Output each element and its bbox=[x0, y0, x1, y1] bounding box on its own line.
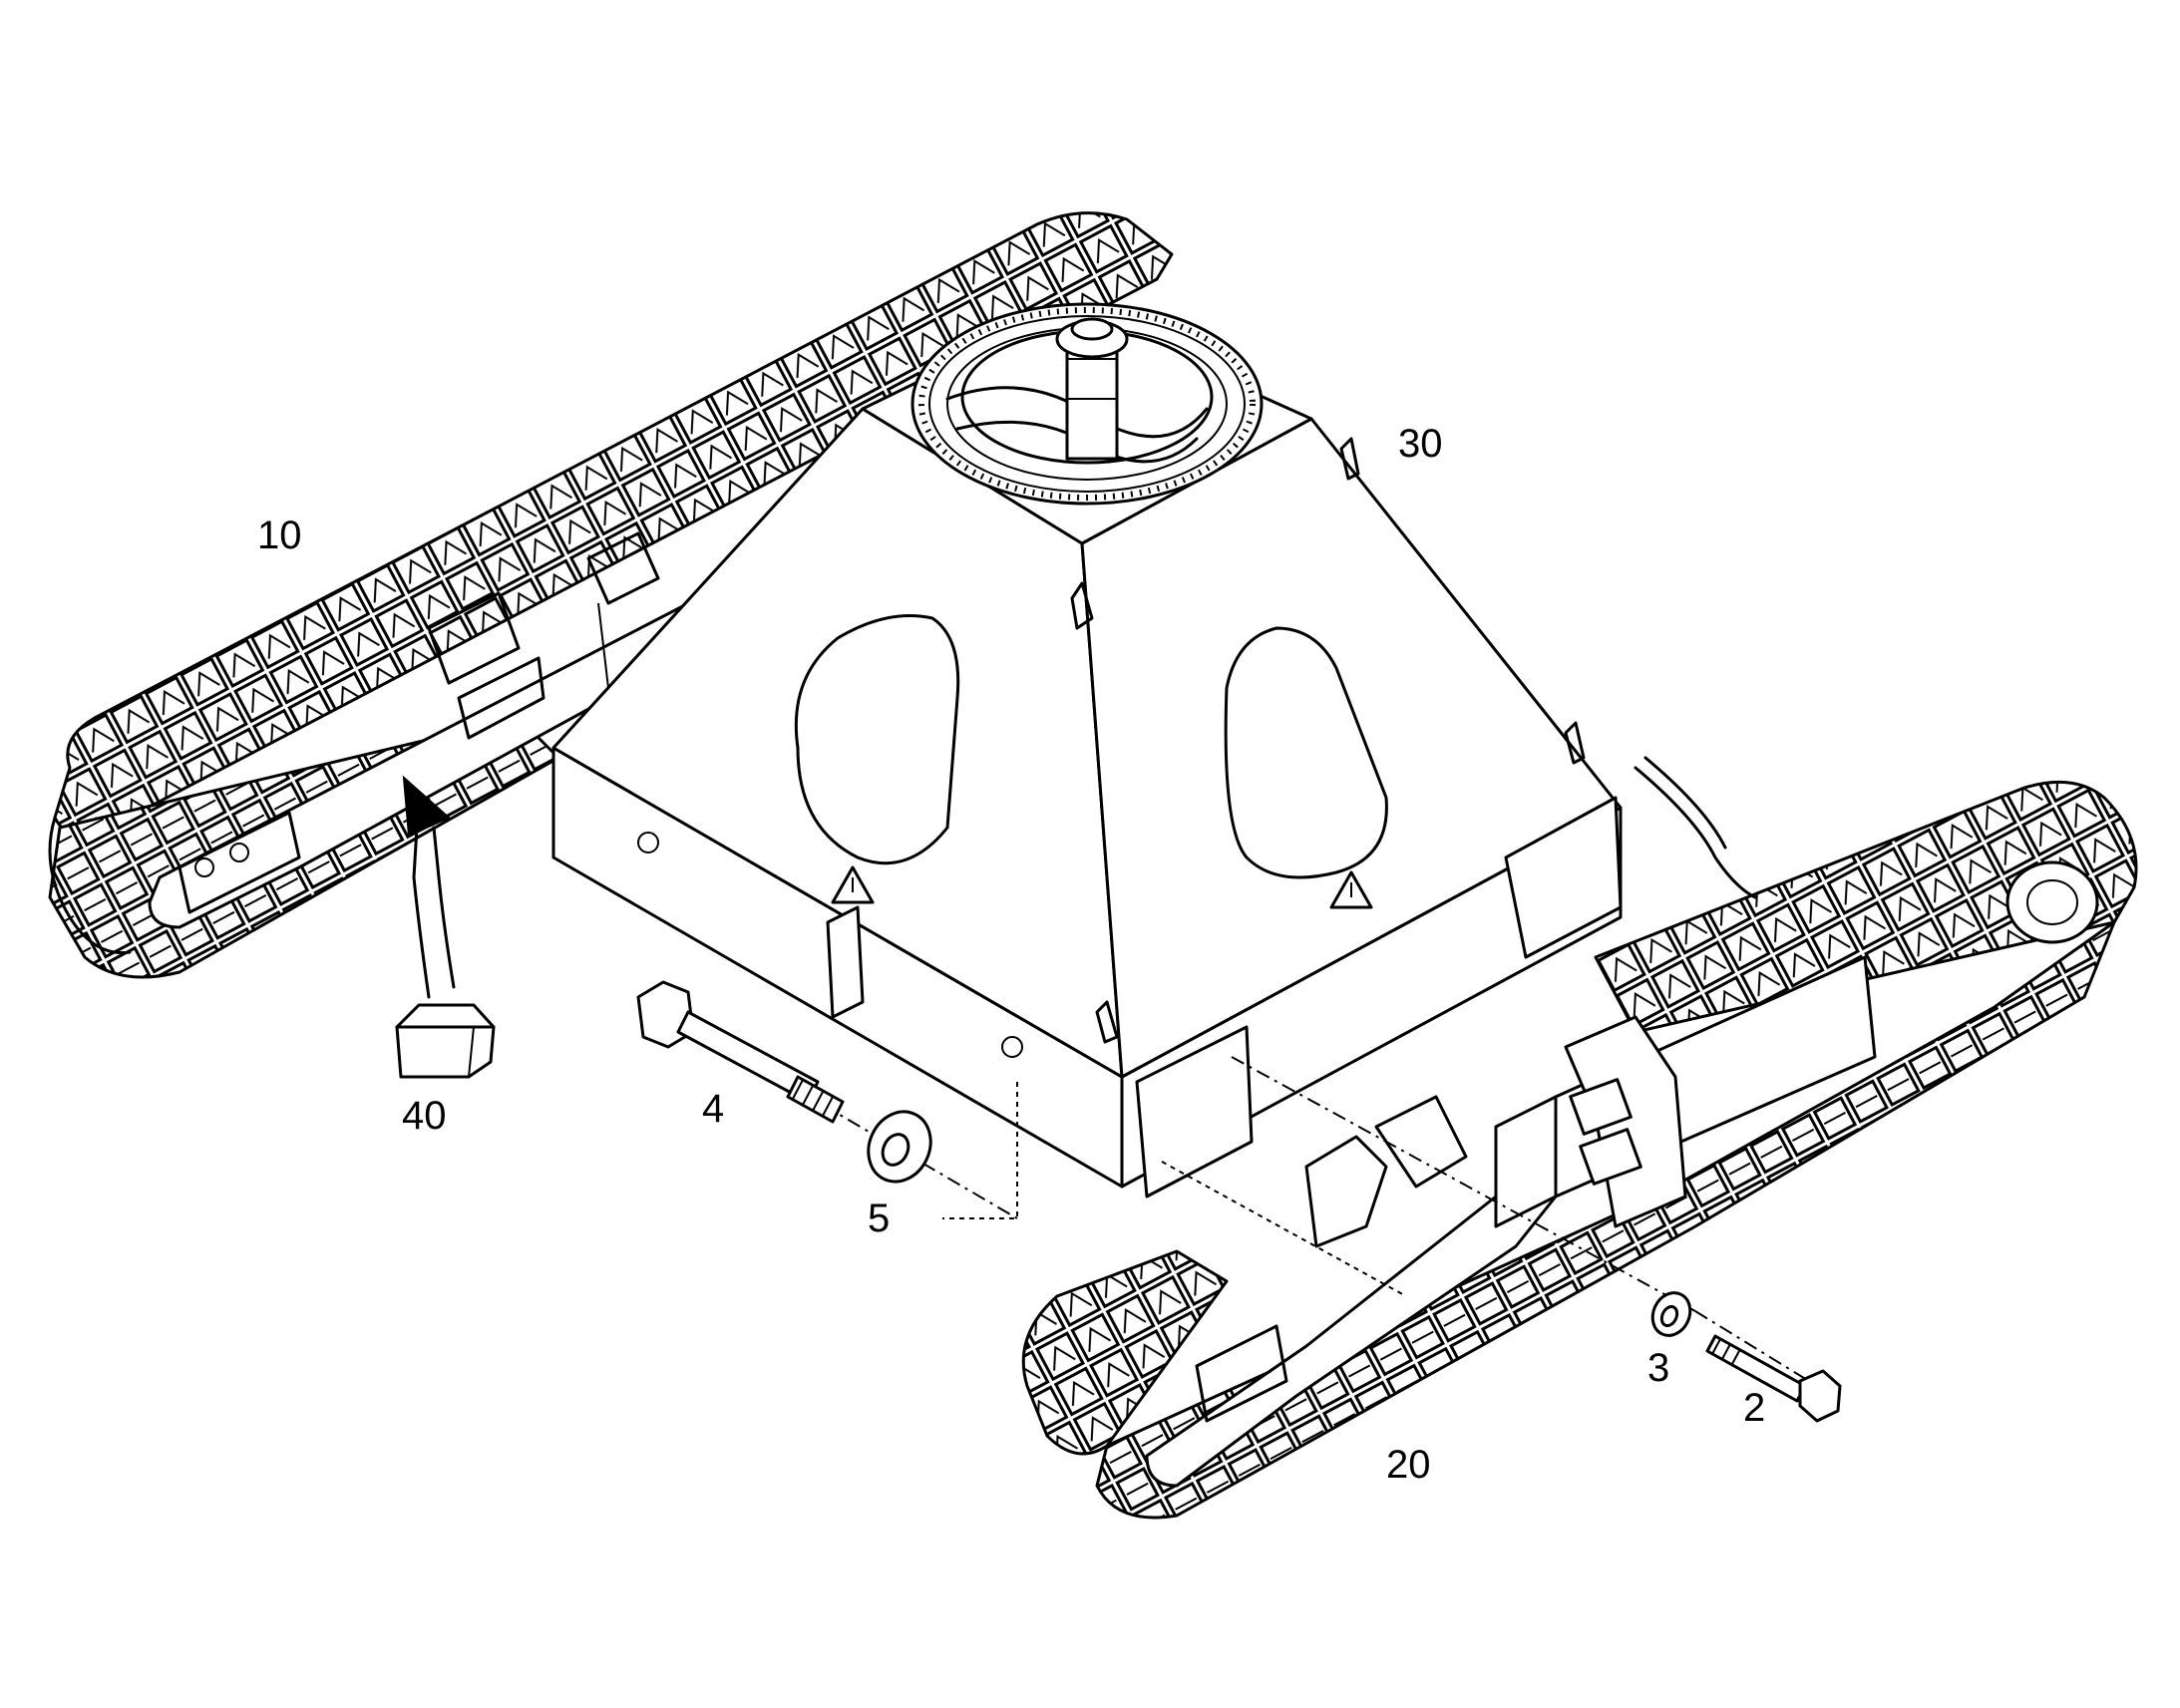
washer-part-3 bbox=[1650, 1291, 1692, 1337]
right-crawler-track bbox=[1021, 756, 2138, 1520]
callout-labels: 10 30 40 4 5 3 2 20 bbox=[257, 422, 1765, 1487]
callout-3: 3 bbox=[1647, 1346, 1669, 1390]
callout-4: 4 bbox=[702, 1087, 724, 1131]
callout-10: 10 bbox=[257, 513, 302, 557]
bolt-part-2 bbox=[1705, 1334, 1842, 1423]
central-carbody bbox=[551, 302, 1623, 1198]
callout-2: 2 bbox=[1743, 1386, 1765, 1430]
left-crawler-track bbox=[48, 211, 1174, 979]
bolt-part-4 bbox=[636, 980, 845, 1124]
callout-5: 5 bbox=[868, 1196, 890, 1240]
callout-20: 20 bbox=[1386, 1443, 1431, 1487]
callout-40: 40 bbox=[402, 1094, 447, 1138]
callout-30: 30 bbox=[1398, 422, 1443, 466]
washer-part-5 bbox=[867, 1110, 932, 1184]
cap-part-40 bbox=[395, 775, 496, 1079]
